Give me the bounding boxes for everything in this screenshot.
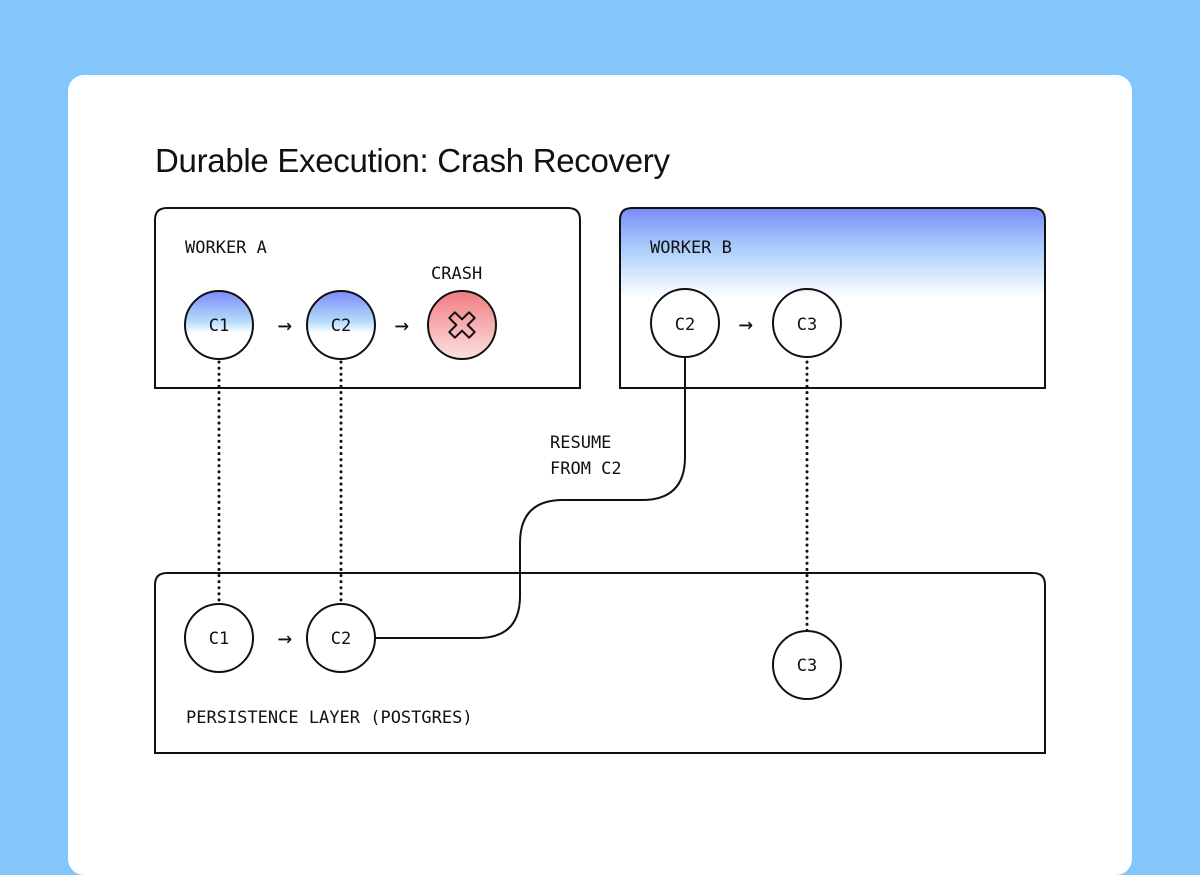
- crash-x-icon: [448, 311, 476, 339]
- node-label: C3: [797, 656, 817, 676]
- resume-label-line1: RESUME: [550, 433, 611, 453]
- persistence-node-c3: C3: [772, 630, 842, 700]
- crash-node: [427, 290, 497, 360]
- node-label: C1: [209, 629, 229, 649]
- worker-b-node-c2: C2: [650, 288, 720, 358]
- node-label: C1: [209, 316, 229, 336]
- worker-a-node-c2: C2: [306, 290, 376, 360]
- worker-a-node-c1: C1: [184, 290, 254, 360]
- diagram: WORKER A CRASH WORKER B PERSISTENCE LAYE…: [154, 207, 1046, 754]
- persistence-box: PERSISTENCE LAYER (POSTGRES): [154, 572, 1046, 754]
- worker-b-label: WORKER B: [650, 238, 732, 258]
- node-label: C2: [331, 316, 351, 336]
- persistence-node-c2: C2: [306, 603, 376, 673]
- persistence-label: PERSISTENCE LAYER (POSTGRES): [186, 708, 473, 728]
- node-label: C2: [675, 315, 695, 335]
- arrow-icon: →: [278, 624, 292, 652]
- arrow-icon: →: [739, 310, 753, 338]
- page-title: Durable Execution: Crash Recovery: [155, 142, 670, 179]
- resume-label-line2: FROM C2: [550, 459, 622, 479]
- crash-label: CRASH: [431, 264, 482, 284]
- resume-path: [375, 357, 686, 639]
- node-label: C2: [331, 629, 351, 649]
- worker-b-box: WORKER B: [619, 207, 1046, 389]
- node-label: C3: [797, 315, 817, 335]
- worker-b-node-c3: C3: [772, 288, 842, 358]
- dotted-connectors: [217, 360, 809, 633]
- worker-a-label: WORKER A: [185, 238, 267, 258]
- arrow-icon: →: [395, 311, 409, 339]
- arrow-icon: →: [278, 311, 292, 339]
- persistence-node-c1: C1: [184, 603, 254, 673]
